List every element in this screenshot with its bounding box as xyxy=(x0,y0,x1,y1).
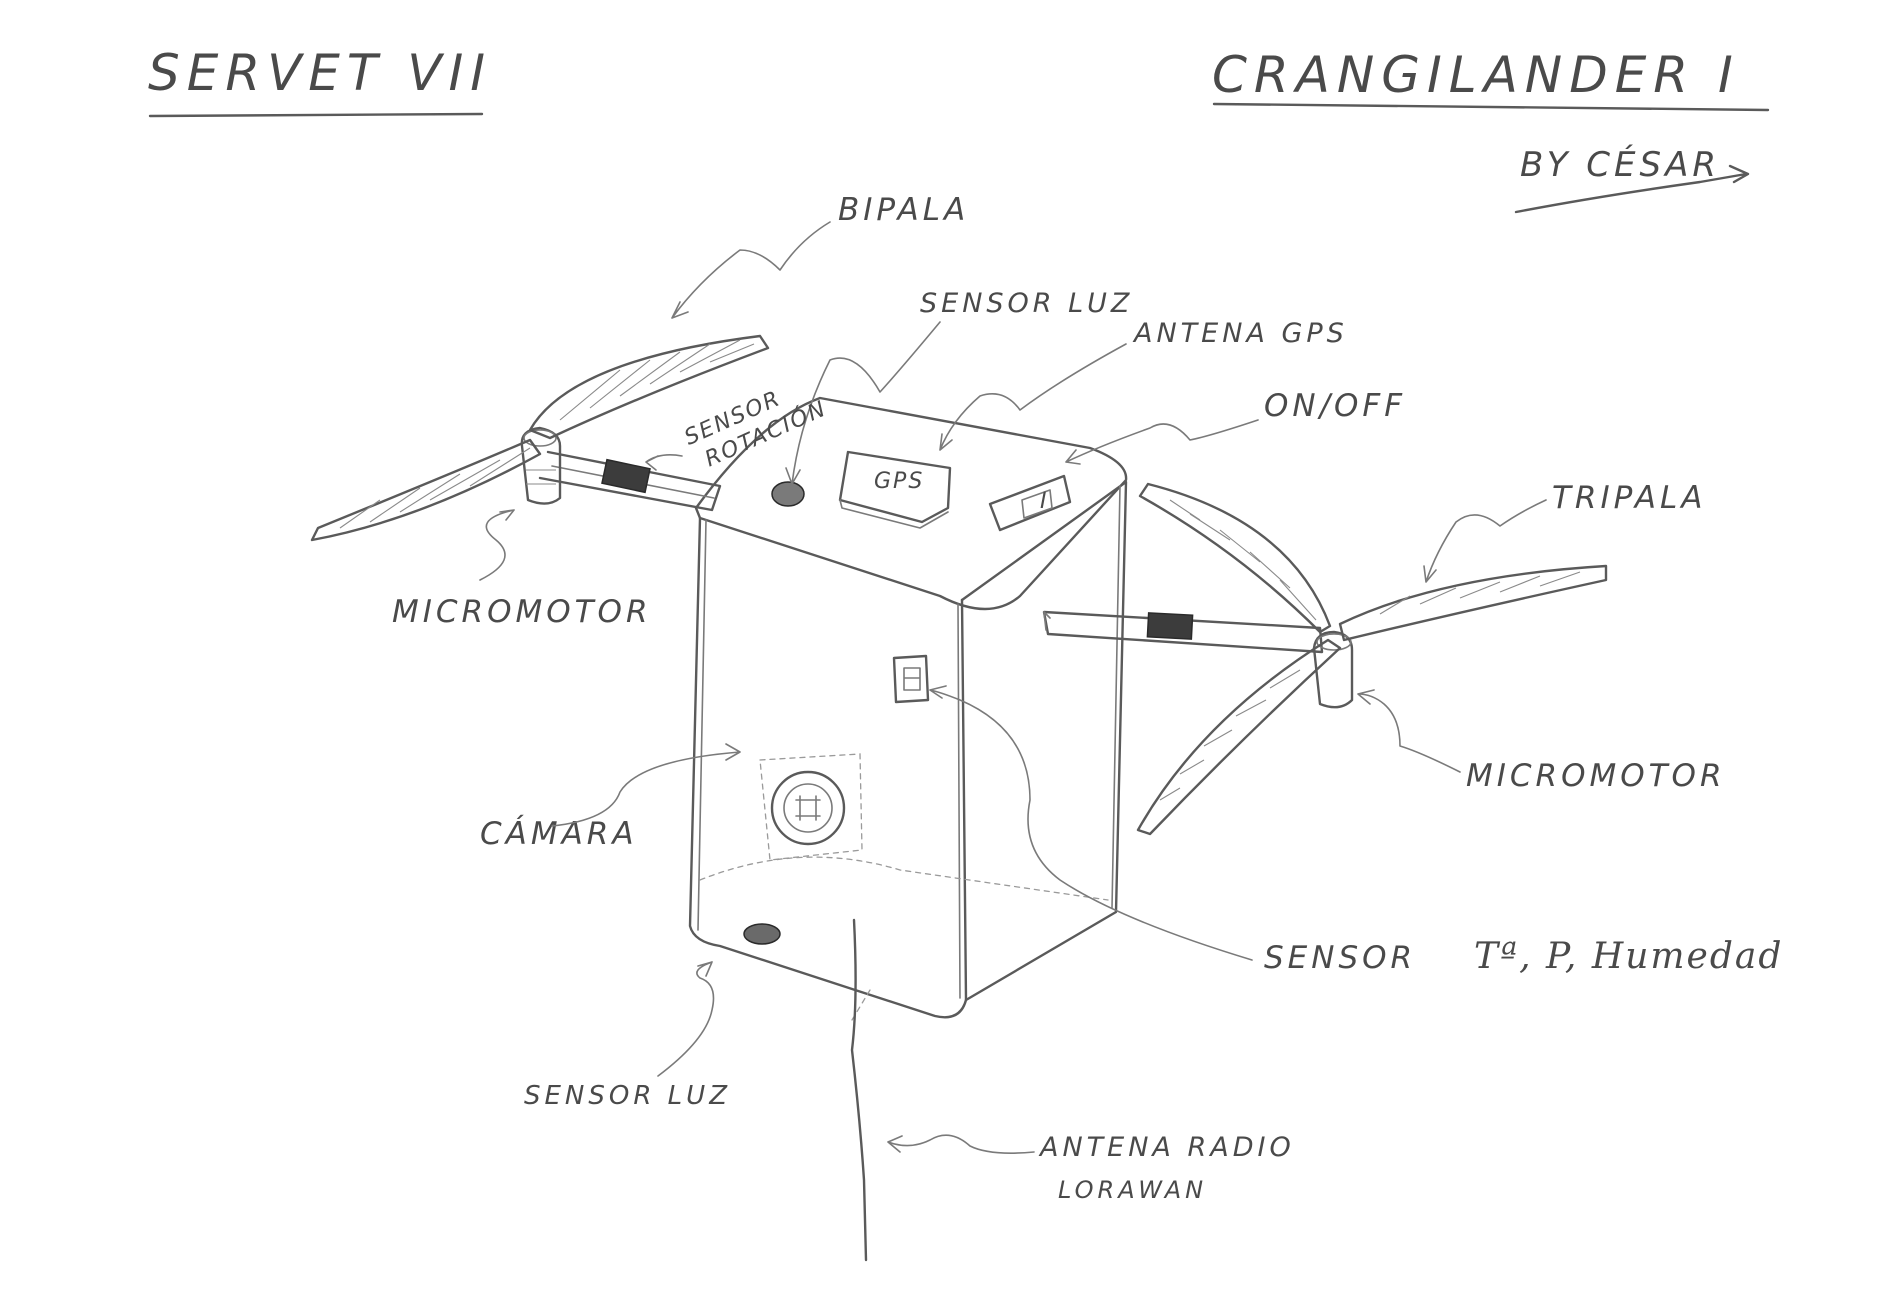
label-on-off: ON/OFF xyxy=(1264,388,1406,424)
gps-module: GPS xyxy=(838,450,952,529)
label-micromotor-left: MICROMOTOR xyxy=(392,594,652,630)
left-title: SERVET VII xyxy=(148,44,492,102)
label-camara: CÁMARA xyxy=(480,816,638,852)
leader-bipala xyxy=(671,221,831,319)
light-sensor-bottom xyxy=(743,923,781,945)
label-sensor-luz-top: SENSOR LUZ xyxy=(920,288,1133,319)
author-signature: BY CÉSAR xyxy=(1520,144,1720,185)
right-title: CRANGILANDER I xyxy=(1212,46,1740,104)
leader-camara xyxy=(551,743,741,827)
thp-sensor xyxy=(892,654,930,704)
label-bipala: BIPALA xyxy=(838,192,969,228)
lorawan-antenna xyxy=(850,918,868,1262)
label-sensor-thp-prefix: SENSOR xyxy=(1264,940,1416,976)
label-antena-gps: ANTENA GPS xyxy=(1132,318,1348,349)
label-antena-radio-1: ANTENA RADIO xyxy=(1038,1132,1295,1163)
leader-tripala xyxy=(1423,499,1547,583)
right-title-underline xyxy=(1212,102,1770,112)
label-sensor-thp-rest: Tª, P, Humedad xyxy=(1474,936,1783,977)
leader-antena-radio xyxy=(887,1134,1035,1154)
leader-sensor-luz-top xyxy=(785,321,941,485)
power-switch: I xyxy=(988,474,1072,532)
leader-sensor-thp xyxy=(929,685,1253,961)
gps-chip-label: GPS xyxy=(874,469,924,494)
switch-mark: I xyxy=(1040,489,1049,514)
main-box xyxy=(688,396,1128,1021)
left-micromotor xyxy=(520,426,562,505)
leader-micromotor-left xyxy=(479,509,515,581)
author-underline xyxy=(1514,164,1750,214)
label-sensor-luz-bottom: SENSOR LUZ xyxy=(524,1081,731,1111)
camera xyxy=(759,753,863,861)
rotation-sensor-right xyxy=(1146,612,1194,640)
leader-on-off xyxy=(1065,419,1259,465)
label-antena-radio-2: LORAWAN xyxy=(1058,1176,1207,1204)
label-micromotor-right: MICROMOTOR xyxy=(1466,758,1726,794)
leader-sensor-rotacion xyxy=(645,454,683,471)
left-arm xyxy=(538,450,722,512)
label-sensor-rotacion: SENSOR ROTACIÓN xyxy=(681,386,831,472)
tripala-rotor xyxy=(1136,482,1608,836)
right-arm xyxy=(1042,610,1324,654)
light-sensor-top xyxy=(771,481,805,507)
leader-micromotor-right xyxy=(1357,689,1461,773)
leader-antena-gps xyxy=(939,343,1127,451)
leader-sensor-luz-bottom xyxy=(657,961,715,1077)
left-title-underline xyxy=(148,112,484,118)
bipala-rotor xyxy=(310,334,770,542)
label-tripala: TRIPALA xyxy=(1552,480,1706,516)
right-micromotor xyxy=(1312,630,1354,709)
rotation-sensor-left xyxy=(601,458,651,494)
